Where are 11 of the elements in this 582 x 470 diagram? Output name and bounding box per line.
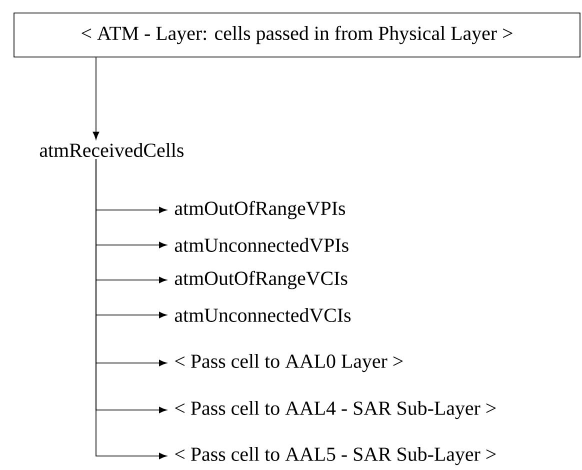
output-label: < Pass cell to AAL5 - SAR Sub-Layer > [175,446,496,466]
output-label: < Pass cell to AAL0 Layer > [175,354,403,372]
output-label: < Pass cell to AAL4 - SAR Sub-Layer > [175,400,496,420]
counter-label: atmReceivedCells [40,143,184,157]
layer-box: < ATM - Layer: cells passed in from Physical Layer > [14,12,580,58]
output-label: atmOutOfRangeVPIs [174,200,346,220]
output-label: atmUnconnectedVCIs [174,308,351,322]
output-label: atmUnconnectedVPIs [174,238,348,252]
arrow [92,57,100,140]
arrow [96,158,167,460]
output-label: atmOutOfRangeVCIs [174,270,348,290]
